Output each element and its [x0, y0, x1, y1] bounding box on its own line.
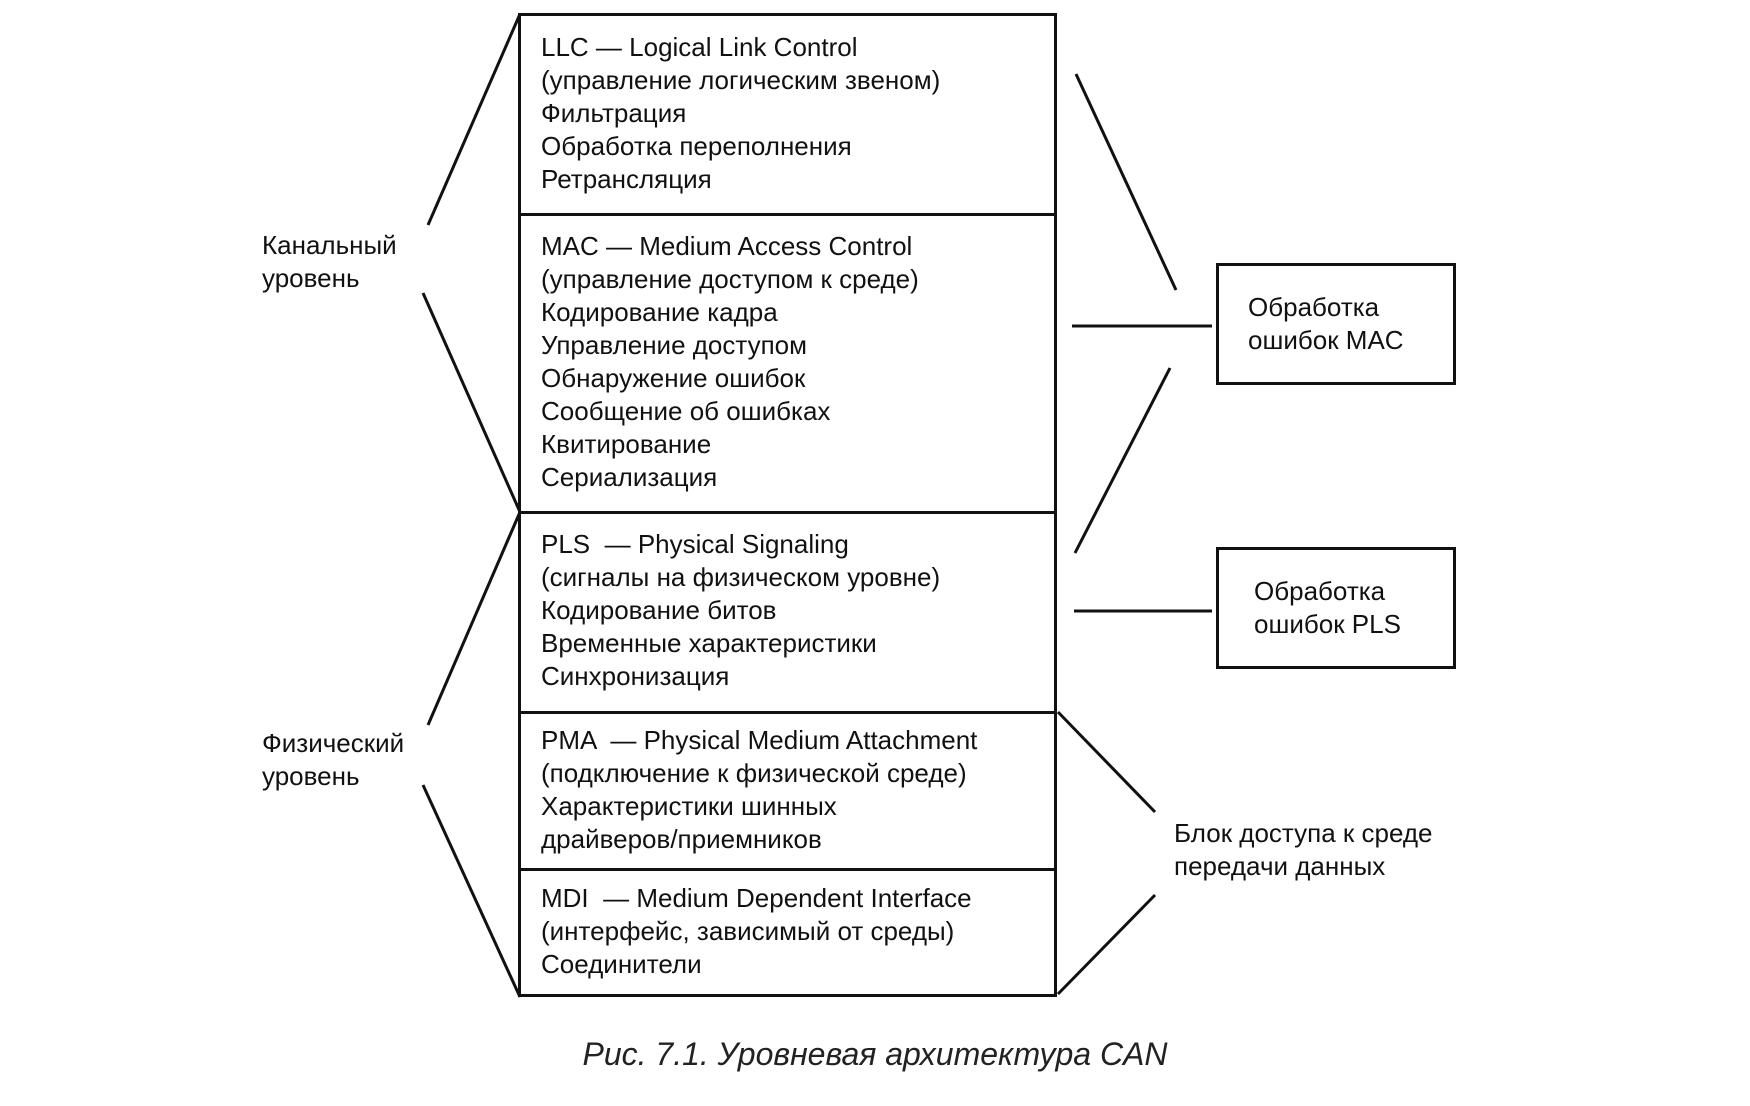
datalink-bracket-upper-line: [426, 13, 522, 226]
pls-line: (сигналы на физическом уровне): [541, 562, 941, 592]
pls-title: PLS — Physical Signaling: [541, 529, 849, 559]
layer-box-mdi: [518, 868, 1057, 997]
mac-title: MAC — Medium Access Control: [541, 231, 913, 261]
mac-errors-label: Обработка: [1248, 292, 1380, 322]
pls-errors-label: Обработка: [1254, 576, 1386, 606]
mac-errors-box: [1216, 263, 1456, 385]
mac-line: Сообщение об ошибках: [541, 396, 831, 426]
physical-bracket-upper-line: [426, 511, 522, 726]
mac-errors-upper-line: [1074, 73, 1178, 291]
pma-line: драйверов/приемников: [541, 824, 822, 854]
llc-line: Ретрансляция: [541, 164, 712, 194]
pls-line: Временные характеристики: [541, 628, 877, 658]
mac-line: Кодирование кадра: [541, 297, 778, 327]
medium-access-label: передачи данных: [1174, 851, 1386, 881]
mac-line: (управление доступом к среде): [541, 264, 919, 294]
pma-line: (подключение к физической среде): [541, 758, 967, 788]
llc-line: Фильтрация: [541, 98, 687, 128]
mdi-title: MDI — Medium Dependent Interface: [541, 883, 972, 913]
figure-caption: Рис. 7.1. Уровневая архитектура CAN: [582, 1036, 1168, 1072]
mac-errors-lower-line: [1073, 367, 1172, 554]
medium-access-lower-line: [1056, 893, 1157, 996]
pma-line: Характеристики шинных: [541, 791, 837, 821]
physical-bracket-lower-line: [421, 784, 522, 998]
mac-line: Управление доступом: [541, 330, 808, 360]
mac-errors-label: ошибок MAC: [1248, 325, 1404, 355]
datalink-bracket-lower-line: [421, 292, 522, 513]
pma-title: PMA — Physical Medium Attachment: [541, 725, 978, 755]
physical-label: уровень: [262, 761, 360, 791]
medium-access-label: Блок доступа к среде: [1174, 818, 1433, 848]
pls-errors-label: ошибок PLS: [1254, 609, 1401, 639]
datalink-label: Канальный: [262, 230, 397, 260]
mac-line: Обнаружение ошибок: [541, 363, 806, 393]
mdi-line: Соединители: [541, 949, 702, 979]
mac-line: Квитирование: [541, 429, 712, 459]
mac-line: Сериализация: [541, 462, 718, 492]
llc-title: LLC — Logical Link Control: [541, 32, 858, 62]
pls-line: Синхронизация: [541, 661, 730, 691]
datalink-label: уровень: [262, 263, 360, 293]
llc-line: Обработка переполнения: [541, 131, 852, 161]
mdi-line: (интерфейс, зависимый от среды): [541, 916, 955, 946]
medium-access-upper-line: [1056, 710, 1157, 814]
pls-errors-box: [1216, 547, 1456, 669]
physical-label: Физический: [262, 728, 405, 758]
llc-line: (управление логическим звеном): [541, 65, 941, 95]
pls-line: Кодирование битов: [541, 595, 777, 625]
